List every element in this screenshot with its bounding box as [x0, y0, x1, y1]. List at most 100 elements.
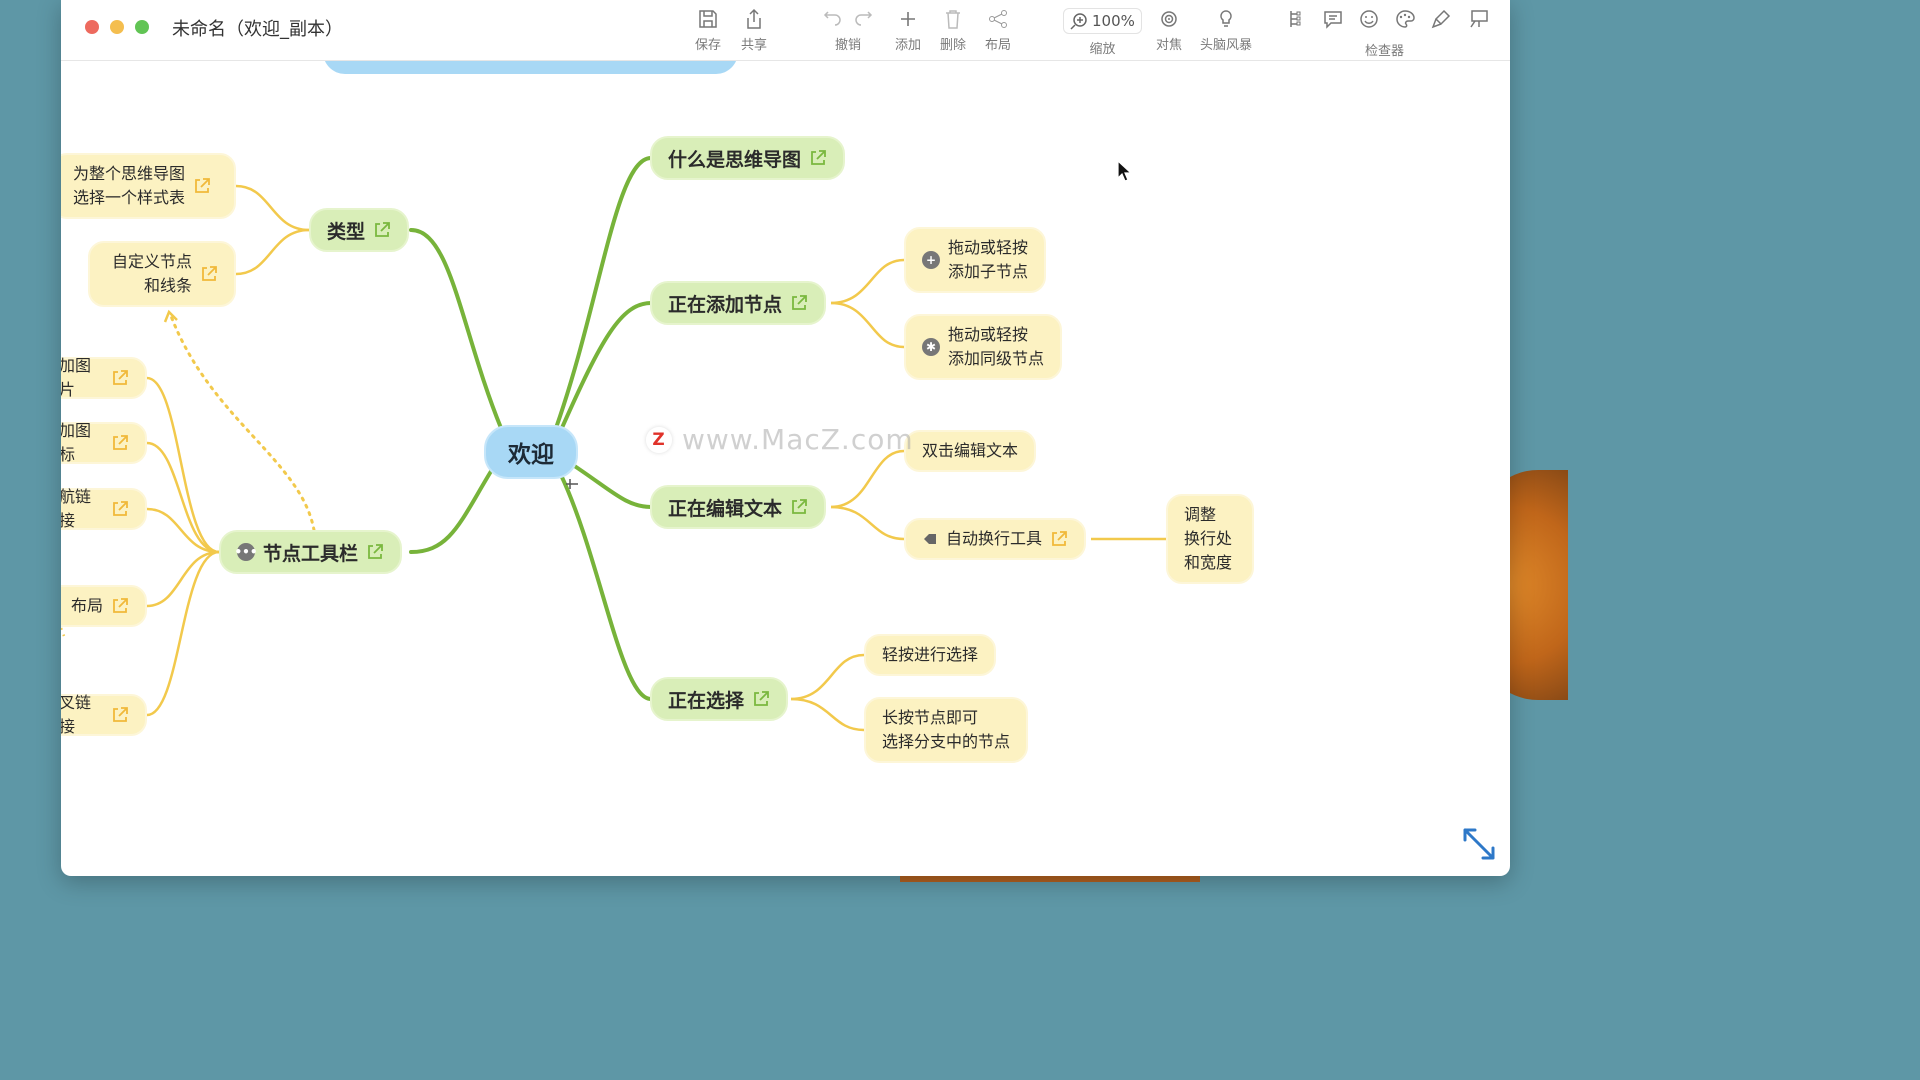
node-label-line: 拖动或轻按: [948, 238, 1029, 257]
undo-icon[interactable]: [823, 8, 843, 30]
node-text: 长按节点即可 选择分支中的节点: [882, 706, 1010, 754]
collapse-toggle-icon[interactable]: [566, 479, 578, 489]
relationship-line[interactable]: [169, 314, 316, 532]
node-label: 加图片: [61, 356, 92, 399]
external-link-icon[interactable]: [1050, 530, 1068, 548]
format-button[interactable]: [1430, 8, 1452, 30]
node-add-image[interactable]: 加图片: [61, 356, 147, 399]
add-label: 添加: [895, 38, 922, 53]
outline-icon: [1290, 11, 1301, 27]
share-button[interactable]: 共享: [741, 8, 767, 53]
trash-icon: [946, 10, 960, 29]
inspector-label-group[interactable]: 检查器: [1365, 40, 1404, 59]
more-icon: •••: [234, 543, 258, 561]
node-label: 布局: [70, 596, 103, 615]
node-adding-nodes[interactable]: 正在添加节点: [650, 281, 827, 325]
node-layout[interactable]: 布局: [61, 585, 147, 627]
node-cross-link[interactable]: 叉链接: [61, 693, 147, 736]
desktop-background-strip: [900, 874, 1200, 882]
central-topic-label: 欢迎: [508, 442, 554, 468]
node-label-line: 长按节点即可: [882, 708, 979, 727]
node-label-line: 选择分支中的节点: [882, 732, 1011, 751]
presentation-icon: [1470, 10, 1488, 28]
external-link-icon[interactable]: [366, 543, 384, 561]
node-tap-select[interactable]: 轻按进行选择: [864, 634, 997, 676]
external-link-icon[interactable]: [790, 294, 808, 312]
node-label: 自动换行工具: [946, 529, 1043, 548]
focus-button[interactable]: 对焦: [1156, 8, 1182, 53]
undo-label: 撤销: [834, 38, 861, 53]
mindmap-canvas[interactable]: 欢迎 什么是思维导图 正在添加节点 正在编辑文本 正在选择 + 拖动或轻按 添加…: [61, 0, 1510, 876]
node-label-line: 添加同级节点: [948, 349, 1045, 368]
layout-button[interactable]: 布局: [985, 8, 1011, 53]
comment-button[interactable]: [1322, 8, 1344, 30]
zoom-value: 100%: [1092, 12, 1135, 30]
theme-button[interactable]: [1394, 8, 1416, 30]
node-selecting[interactable]: 正在选择: [650, 677, 789, 721]
node-auto-wrap-tool[interactable]: 自动换行工具: [904, 518, 1087, 560]
external-link-icon[interactable]: [193, 177, 211, 195]
external-link-icon[interactable]: [111, 434, 129, 452]
node-stylesheet[interactable]: 为整个思维导图 选择一个样式表: [61, 153, 236, 219]
save-label: 保存: [695, 38, 722, 53]
lightbulb-icon: [1220, 10, 1232, 27]
node-label-line: 拖动或轻按: [948, 325, 1029, 344]
external-link-icon[interactable]: [111, 597, 129, 615]
node-double-click-edit[interactable]: 双击编辑文本: [904, 430, 1037, 472]
minimize-window-button[interactable]: [110, 20, 124, 34]
asterisk-icon: ✱: [922, 338, 940, 356]
node-text: 拖动或轻按 添加子节点: [948, 236, 1028, 284]
layout-icon: [989, 10, 1007, 28]
external-link-icon[interactable]: [111, 369, 129, 387]
outline-button[interactable]: [1283, 8, 1305, 30]
external-link-icon[interactable]: [111, 706, 129, 724]
zoom-window-button[interactable]: [135, 20, 149, 34]
node-long-press-select[interactable]: 长按节点即可 选择分支中的节点: [864, 697, 1029, 763]
zoom-box[interactable]: 100%: [1063, 8, 1142, 34]
node-text: 调整 换行处 和宽度: [1184, 503, 1232, 575]
node-label-line: 和线条: [143, 276, 192, 295]
external-link-icon[interactable]: [200, 265, 218, 283]
node-add-icon[interactable]: 加图标: [61, 421, 147, 464]
focus-label: 对焦: [1156, 38, 1183, 53]
presentation-button[interactable]: [1468, 8, 1490, 30]
brainstorm-label: 头脑风暴: [1200, 38, 1253, 53]
external-link-icon[interactable]: [111, 500, 129, 518]
node-label-line: 自定义节点: [111, 252, 192, 271]
undo-redo-group[interactable]: 撤销: [823, 8, 873, 53]
node-editing-text[interactable]: 正在编辑文本: [650, 485, 827, 529]
zoom-control[interactable]: 100% 缩放: [1063, 8, 1142, 57]
node-label: 正在选择: [668, 689, 745, 712]
external-link-icon[interactable]: [752, 690, 770, 708]
brush-icon: [1431, 9, 1451, 29]
external-link-icon[interactable]: [790, 498, 808, 516]
node-adjust-wrap-width[interactable]: 调整 换行处 和宽度: [1166, 494, 1254, 584]
central-topic[interactable]: 欢迎: [484, 425, 578, 479]
watermark-logo: Z: [646, 426, 672, 453]
delete-label: 删除: [940, 38, 967, 53]
node-custom-nodes-lines[interactable]: 自定义节点 和线条: [88, 241, 236, 307]
node-what-is-mindmap[interactable]: 什么是思维导图: [650, 136, 846, 180]
node-nav-link[interactable]: 航链接: [61, 487, 147, 530]
delete-button[interactable]: 删除: [940, 8, 966, 53]
smiley-icon: [1360, 10, 1378, 28]
tag-icon: [924, 534, 936, 544]
sticker-button[interactable]: [1358, 8, 1380, 30]
redo-icon[interactable]: [853, 8, 873, 30]
external-link-icon[interactable]: [809, 149, 827, 167]
share-label: 共享: [741, 38, 768, 53]
title-bar: 未命名（欢迎_副本） 保存 共享 撤销 添加 删除 布局: [61, 0, 1510, 61]
brainstorm-button[interactable]: 头脑风暴: [1200, 8, 1252, 53]
close-window-button[interactable]: [85, 20, 99, 34]
node-type[interactable]: 类型: [309, 208, 410, 252]
node-label: 叉链接: [61, 693, 92, 736]
external-link-icon[interactable]: [373, 221, 391, 239]
fullscreen-icon[interactable]: [1461, 826, 1497, 862]
save-button[interactable]: 保存: [695, 8, 721, 53]
node-add-child[interactable]: + 拖动或轻按 添加子节点: [904, 227, 1047, 293]
node-label: 类型: [327, 220, 366, 243]
share-icon: [747, 8, 761, 29]
node-add-sibling[interactable]: ✱ 拖动或轻按 添加同级节点: [904, 314, 1063, 380]
node-node-toolbar[interactable]: ••• 节点工具栏: [219, 530, 403, 574]
add-button[interactable]: 添加: [895, 8, 921, 53]
